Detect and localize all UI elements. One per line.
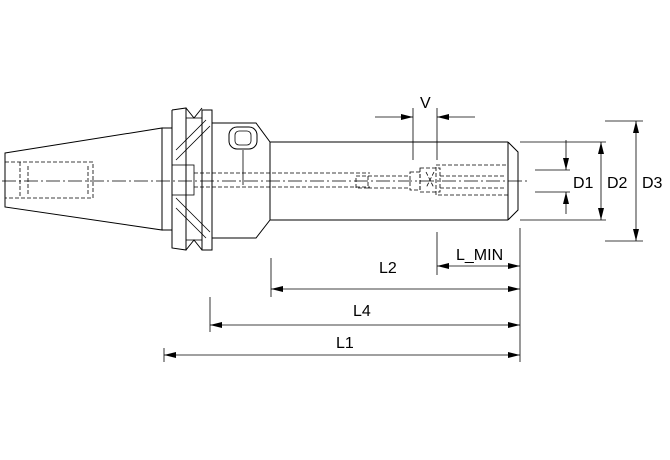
label-l-min: L_MIN [456, 247, 503, 264]
label-d1: D1 [573, 175, 594, 192]
dimension-v: V [375, 95, 475, 160]
label-l4: L4 [353, 303, 371, 320]
internal-clamp [355, 164, 509, 196]
dimension-l2: L2 [271, 260, 520, 292]
holder-body [194, 122, 370, 239]
label-d3: D3 [642, 175, 663, 192]
label-d2: D2 [607, 175, 628, 192]
label-l1: L1 [336, 335, 354, 352]
flange [161, 107, 213, 251]
dimension-diameters: D1 D2 D3 [520, 120, 663, 242]
dimension-l-min: L_MIN [437, 247, 520, 269]
label-v: V [420, 95, 431, 112]
dimension-l1: L1 [164, 335, 520, 358]
extension-lines [163, 228, 521, 362]
taper-shank [4, 127, 163, 231]
label-l2: L2 [379, 260, 397, 277]
dimension-l4: L4 [210, 303, 520, 328]
